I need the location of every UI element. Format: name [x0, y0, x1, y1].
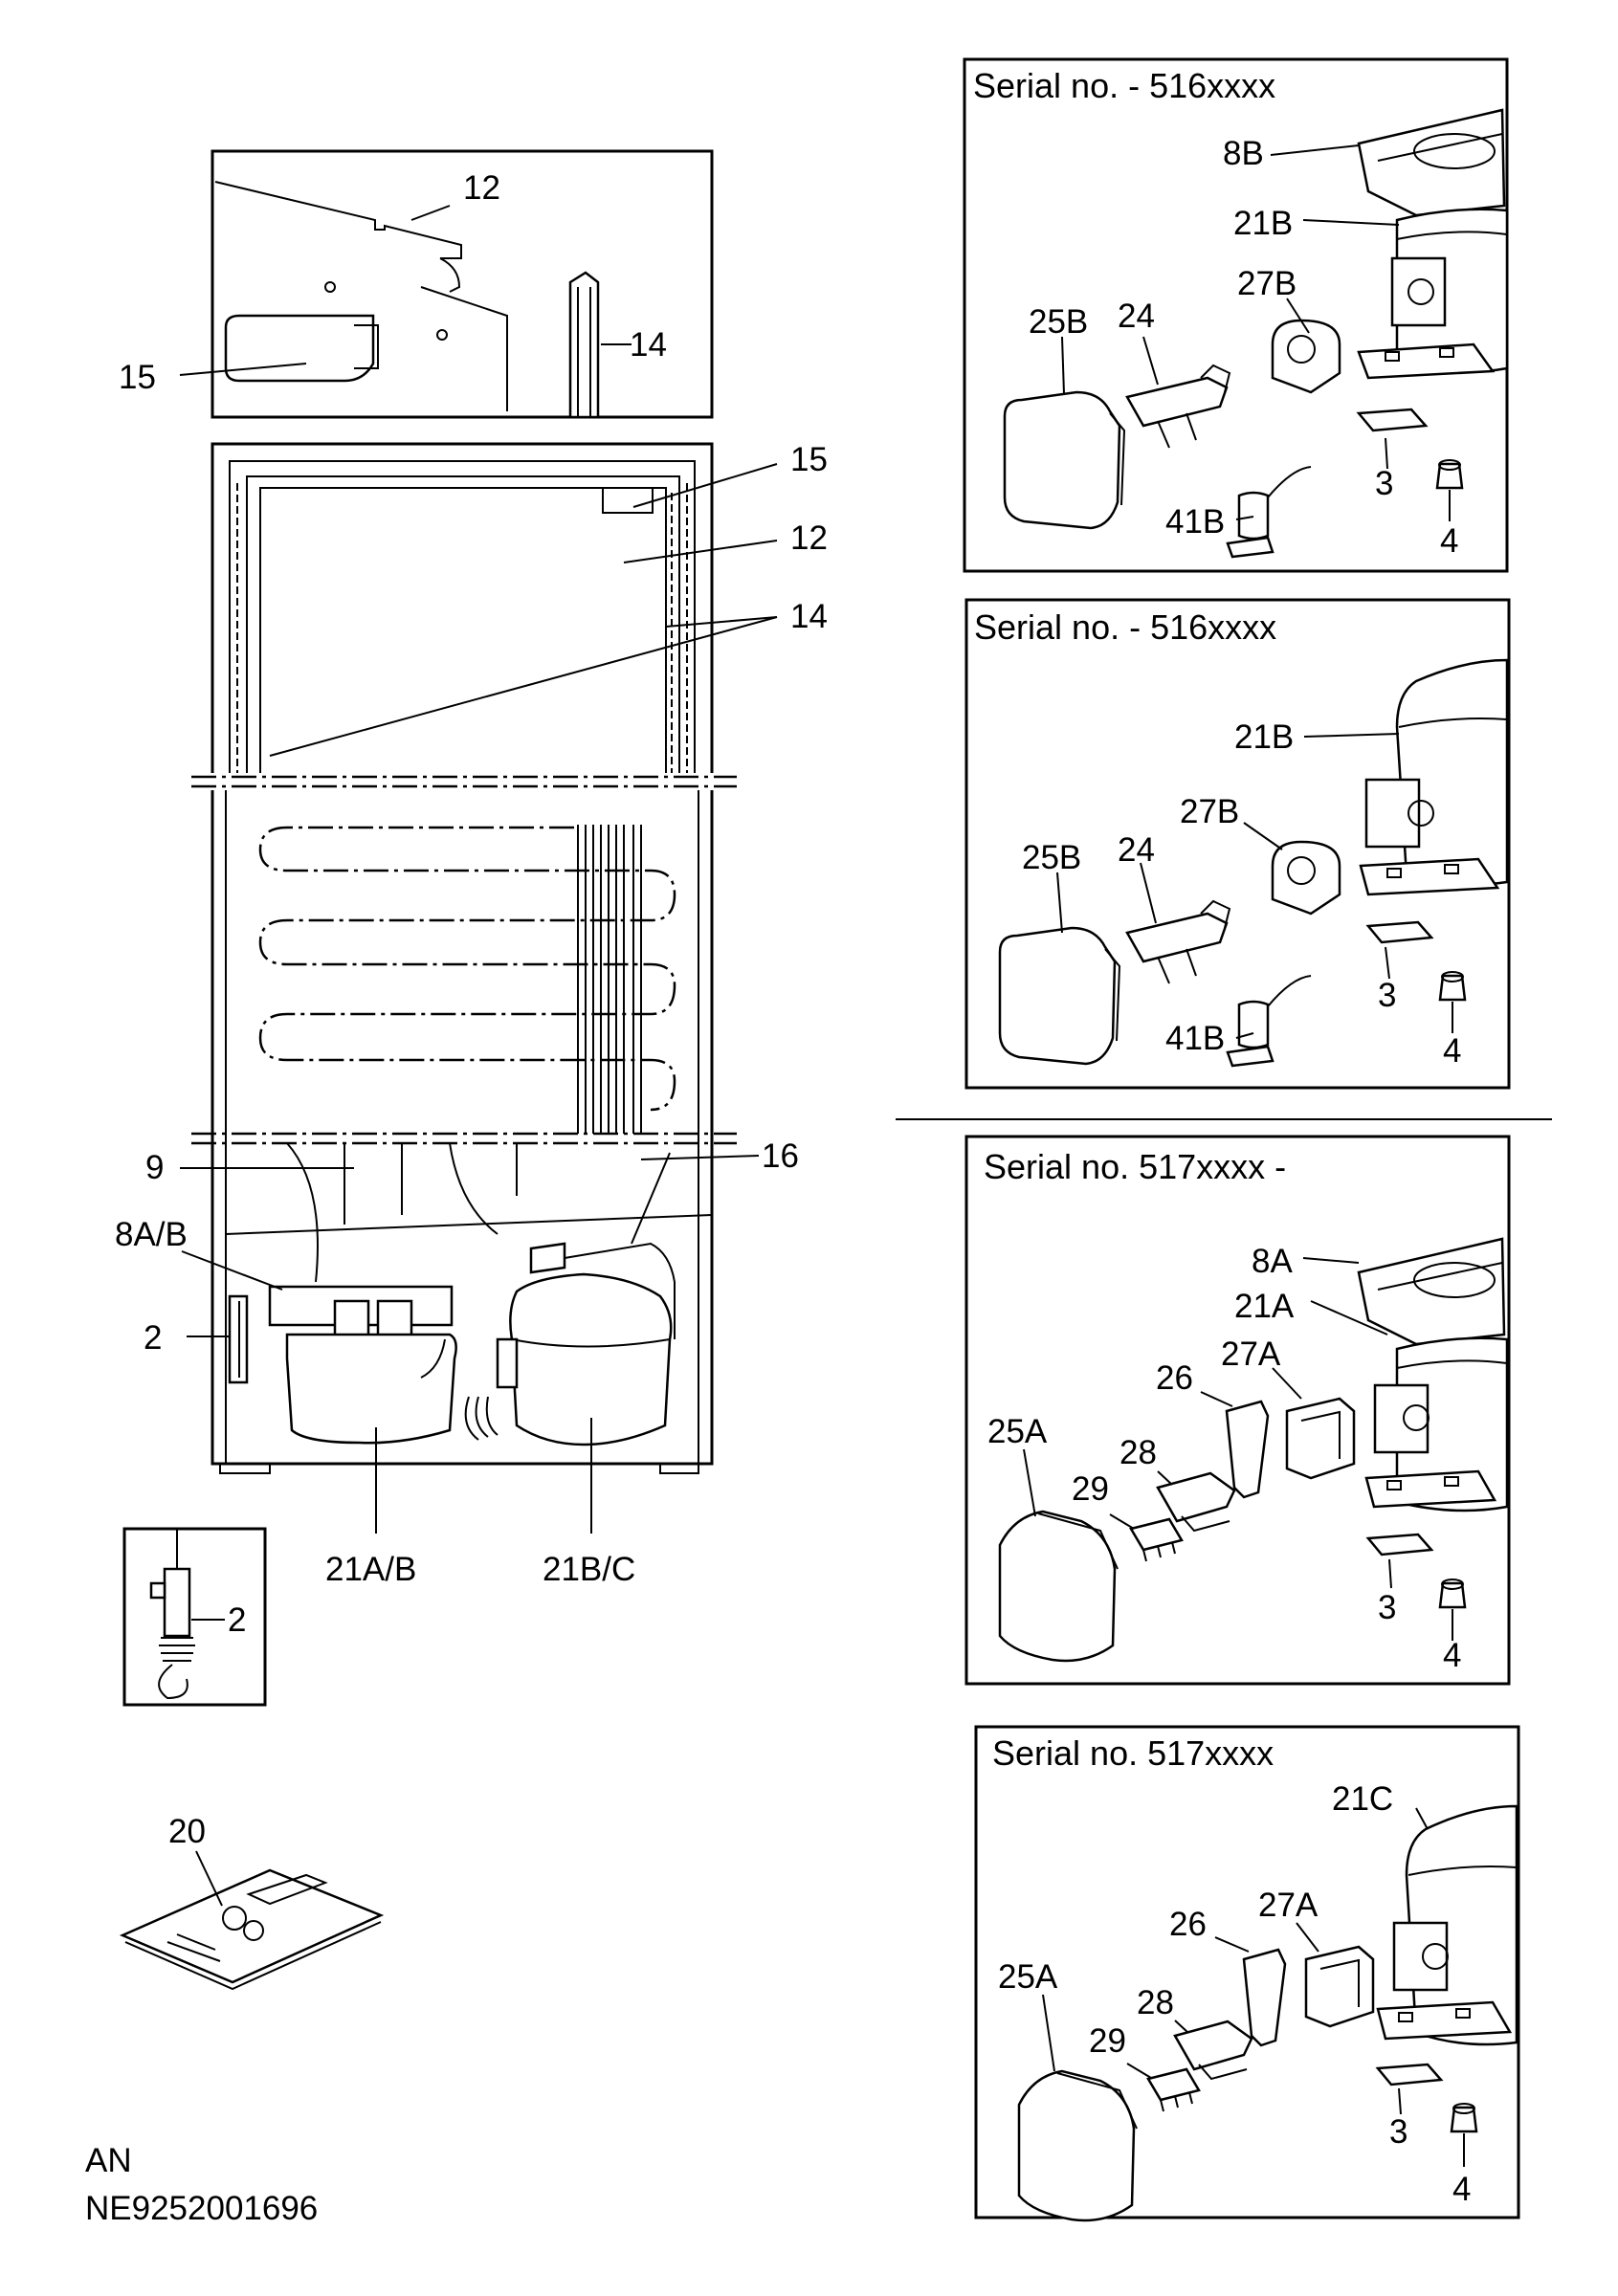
footer-code: NE9252001696 — [85, 2190, 318, 2227]
panel-4-header: Serial no. 517xxxx — [992, 1733, 1274, 1773]
panel-3-header: Serial no. 517xxxx - — [984, 1147, 1286, 1186]
footer-an: AN — [85, 2142, 132, 2179]
p2-label-24: 24 — [1118, 831, 1155, 869]
label-21bc: 21B/C — [543, 1551, 635, 1588]
p2-label-25b: 25B — [1022, 839, 1081, 876]
p4-label-27a: 27A — [1258, 1887, 1319, 1924]
panel-1: Serial no. - 516xxxx — [963, 57, 1509, 573]
p1-label-21b: 21B — [1233, 205, 1293, 242]
p3-label-29: 29 — [1072, 1470, 1109, 1508]
label-12-top: 12 — [463, 169, 500, 207]
p3-label-27a: 27A — [1221, 1336, 1281, 1373]
p1-label-8b: 8B — [1223, 135, 1264, 172]
p2-label-3: 3 — [1378, 977, 1396, 1014]
panel-2: Serial no. - 516xxxx — [964, 598, 1511, 1090]
p3-label-28: 28 — [1119, 1434, 1157, 1471]
thermostat-inset: 2 — [122, 1527, 267, 1707]
panel-1-header: Serial no. - 516xxxx — [973, 66, 1275, 105]
label-15-top: 15 — [119, 359, 156, 396]
p3-label-3: 3 — [1378, 1589, 1396, 1626]
p4-label-28: 28 — [1137, 1984, 1174, 2021]
door: 15 12 14 — [191, 441, 828, 779]
p3-label-26: 26 — [1156, 1359, 1193, 1397]
label-2-inset: 2 — [228, 1601, 246, 1639]
label-12-door: 12 — [790, 519, 828, 557]
p2-label-4: 4 — [1443, 1032, 1461, 1070]
p1-label-25b: 25B — [1029, 303, 1088, 341]
p1-label-4: 4 — [1440, 522, 1458, 560]
p3-label-4: 4 — [1443, 1637, 1461, 1674]
p1-label-27b: 27B — [1237, 265, 1297, 302]
cabinet-rear: 9 16 8A/B 2 21A/B 21B/C — [115, 784, 799, 1588]
panel-4: Serial no. 517xxxx — [974, 1725, 1520, 2222]
label-14-door: 14 — [790, 598, 828, 635]
label-20: 20 — [168, 1813, 206, 1850]
p4-label-3: 3 — [1389, 2113, 1407, 2151]
label-9: 9 — [145, 1149, 164, 1186]
label-21ab: 21A/B — [325, 1551, 416, 1588]
label-16: 16 — [762, 1137, 799, 1175]
p3-label-21a: 21A — [1234, 1288, 1295, 1325]
label-8ab: 8A/B — [115, 1216, 188, 1253]
p2-label-41b: 41B — [1165, 1020, 1225, 1057]
p3-label-25a: 25A — [987, 1413, 1048, 1450]
label-15-door: 15 — [790, 441, 828, 478]
p4-label-4: 4 — [1452, 2171, 1471, 2208]
p1-label-41b: 41B — [1165, 503, 1225, 541]
p2-label-27b: 27B — [1180, 793, 1239, 830]
label-2-cabinet: 2 — [144, 1319, 162, 1357]
p1-label-24: 24 — [1118, 298, 1155, 335]
p4-label-21c: 21C — [1332, 1780, 1393, 1818]
p4-label-26: 26 — [1169, 1906, 1207, 1943]
label-14-top: 14 — [630, 326, 667, 364]
p2-label-21b: 21B — [1234, 718, 1294, 756]
p3-label-8a: 8A — [1252, 1243, 1293, 1280]
manual-booklet: 20 — [119, 1813, 385, 1991]
p1-label-3: 3 — [1375, 465, 1393, 502]
p4-label-29: 29 — [1089, 2022, 1126, 2060]
p4-label-25a: 25A — [998, 1958, 1058, 1996]
panel-2-header: Serial no. - 516xxxx — [974, 607, 1276, 647]
panel-3: Serial no. 517xxxx - — [964, 1135, 1511, 1686]
top-inset: 12 15 14 — [119, 149, 714, 419]
